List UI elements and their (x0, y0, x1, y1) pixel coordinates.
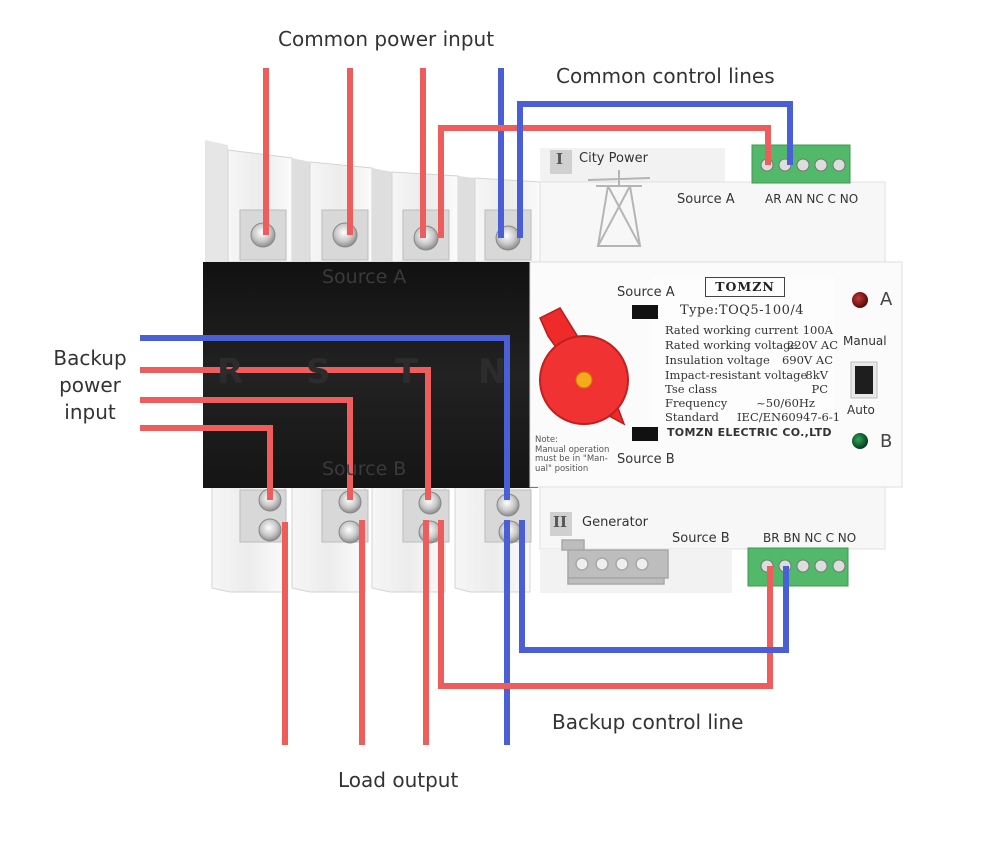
bottom-terminal-block (747, 547, 849, 587)
spec-label: Tse class (665, 382, 717, 396)
wire-backup-control-br (438, 520, 773, 689)
top-module-roman: I (556, 150, 564, 168)
phase-letter-n: N (478, 352, 507, 392)
body-source-a-label: Source A (322, 266, 407, 288)
indicator-b-label: B (880, 431, 893, 452)
led-b-indicator (852, 433, 868, 449)
note-line: ual" position (535, 463, 589, 474)
switch-source-a-label: Source A (617, 285, 675, 300)
manual-auto-switch[interactable] (850, 361, 878, 399)
wire-backup-r (140, 425, 273, 500)
wires (140, 68, 793, 745)
top-module-title: City Power (579, 151, 648, 166)
note-line: Manual operation (535, 444, 610, 455)
bottom-module-title: Generator (582, 515, 649, 530)
switch-body-black (203, 262, 538, 488)
indicator-a-label: A (880, 289, 893, 310)
phase-letter-s: S (306, 352, 331, 392)
spec-label: Rated working current (665, 323, 799, 337)
mode-auto-label: Auto (847, 403, 875, 417)
spec-label: Standard (665, 410, 719, 424)
led-a-indicator (852, 292, 868, 308)
label-load-output: Load output (338, 768, 459, 792)
spec-value: 690V AC (781, 353, 833, 367)
main-panel (529, 261, 903, 488)
bottom-module-terminals: BR BN NC C NO (763, 531, 857, 545)
panel-type: Type:TOQ5-100/4 (680, 303, 805, 318)
rotary-knob[interactable] (539, 307, 629, 426)
note-line: must be in "Man- (535, 454, 608, 464)
label-common-control-lines: Common control lines (556, 64, 775, 88)
wire-backup-s (140, 397, 353, 500)
label-backup-power-input: Backup power input (30, 345, 150, 426)
label-line: Backup (53, 346, 127, 370)
spec-label: Rated working voltage (665, 338, 798, 352)
label-common-power-input: Common power input (278, 27, 495, 51)
spec-label: Insulation voltage (665, 353, 770, 367)
note-line: Note: (535, 435, 558, 445)
label-line: input (64, 400, 116, 424)
spec-label: Frequency (665, 396, 728, 410)
generator-icon (561, 539, 669, 585)
bottom-module-source: Source B (672, 531, 730, 546)
top-control-module (539, 148, 886, 263)
top-module-terminals: AR AN NC C NO (765, 192, 859, 206)
spec-value: IEC/EN60947-6-1 (737, 410, 841, 424)
wire-control-ar (438, 125, 771, 238)
phase-letter-r: R (217, 352, 244, 392)
source-a-window (632, 305, 658, 319)
spec-value: PC (811, 382, 828, 396)
body-source-b-label: Source B (322, 458, 407, 480)
spec-value: 220V AC (786, 338, 838, 352)
label-backup-control-line: Backup control line (552, 710, 744, 734)
manual-operation-note: Note: Manual operation must be in "Man- … (535, 435, 610, 474)
phase-letter-t: T (395, 352, 419, 392)
spec-value: 8kV (805, 368, 828, 382)
spec-value: 100A (802, 323, 833, 337)
source-b-window (632, 427, 658, 441)
bottom-module-roman: II (553, 513, 568, 531)
brand-logo: TOMZN (705, 277, 785, 297)
wire-backup-t (140, 367, 431, 500)
wire-backup-control-bn (519, 520, 789, 653)
mode-manual-label: Manual (843, 334, 887, 348)
spec-label: Impact-resistant voltage (665, 368, 808, 382)
spec-value: ~50/60Hz (756, 396, 815, 410)
top-module-source: Source A (677, 192, 735, 207)
switch-source-b-label: Source B (617, 452, 675, 467)
label-line: power (59, 373, 121, 397)
manufacturer-label: TOMZN ELECTRIC CO.,LTD (667, 426, 832, 439)
city-power-icon (587, 170, 651, 247)
wire-backup-n (140, 335, 510, 500)
wire-control-an (517, 101, 793, 238)
